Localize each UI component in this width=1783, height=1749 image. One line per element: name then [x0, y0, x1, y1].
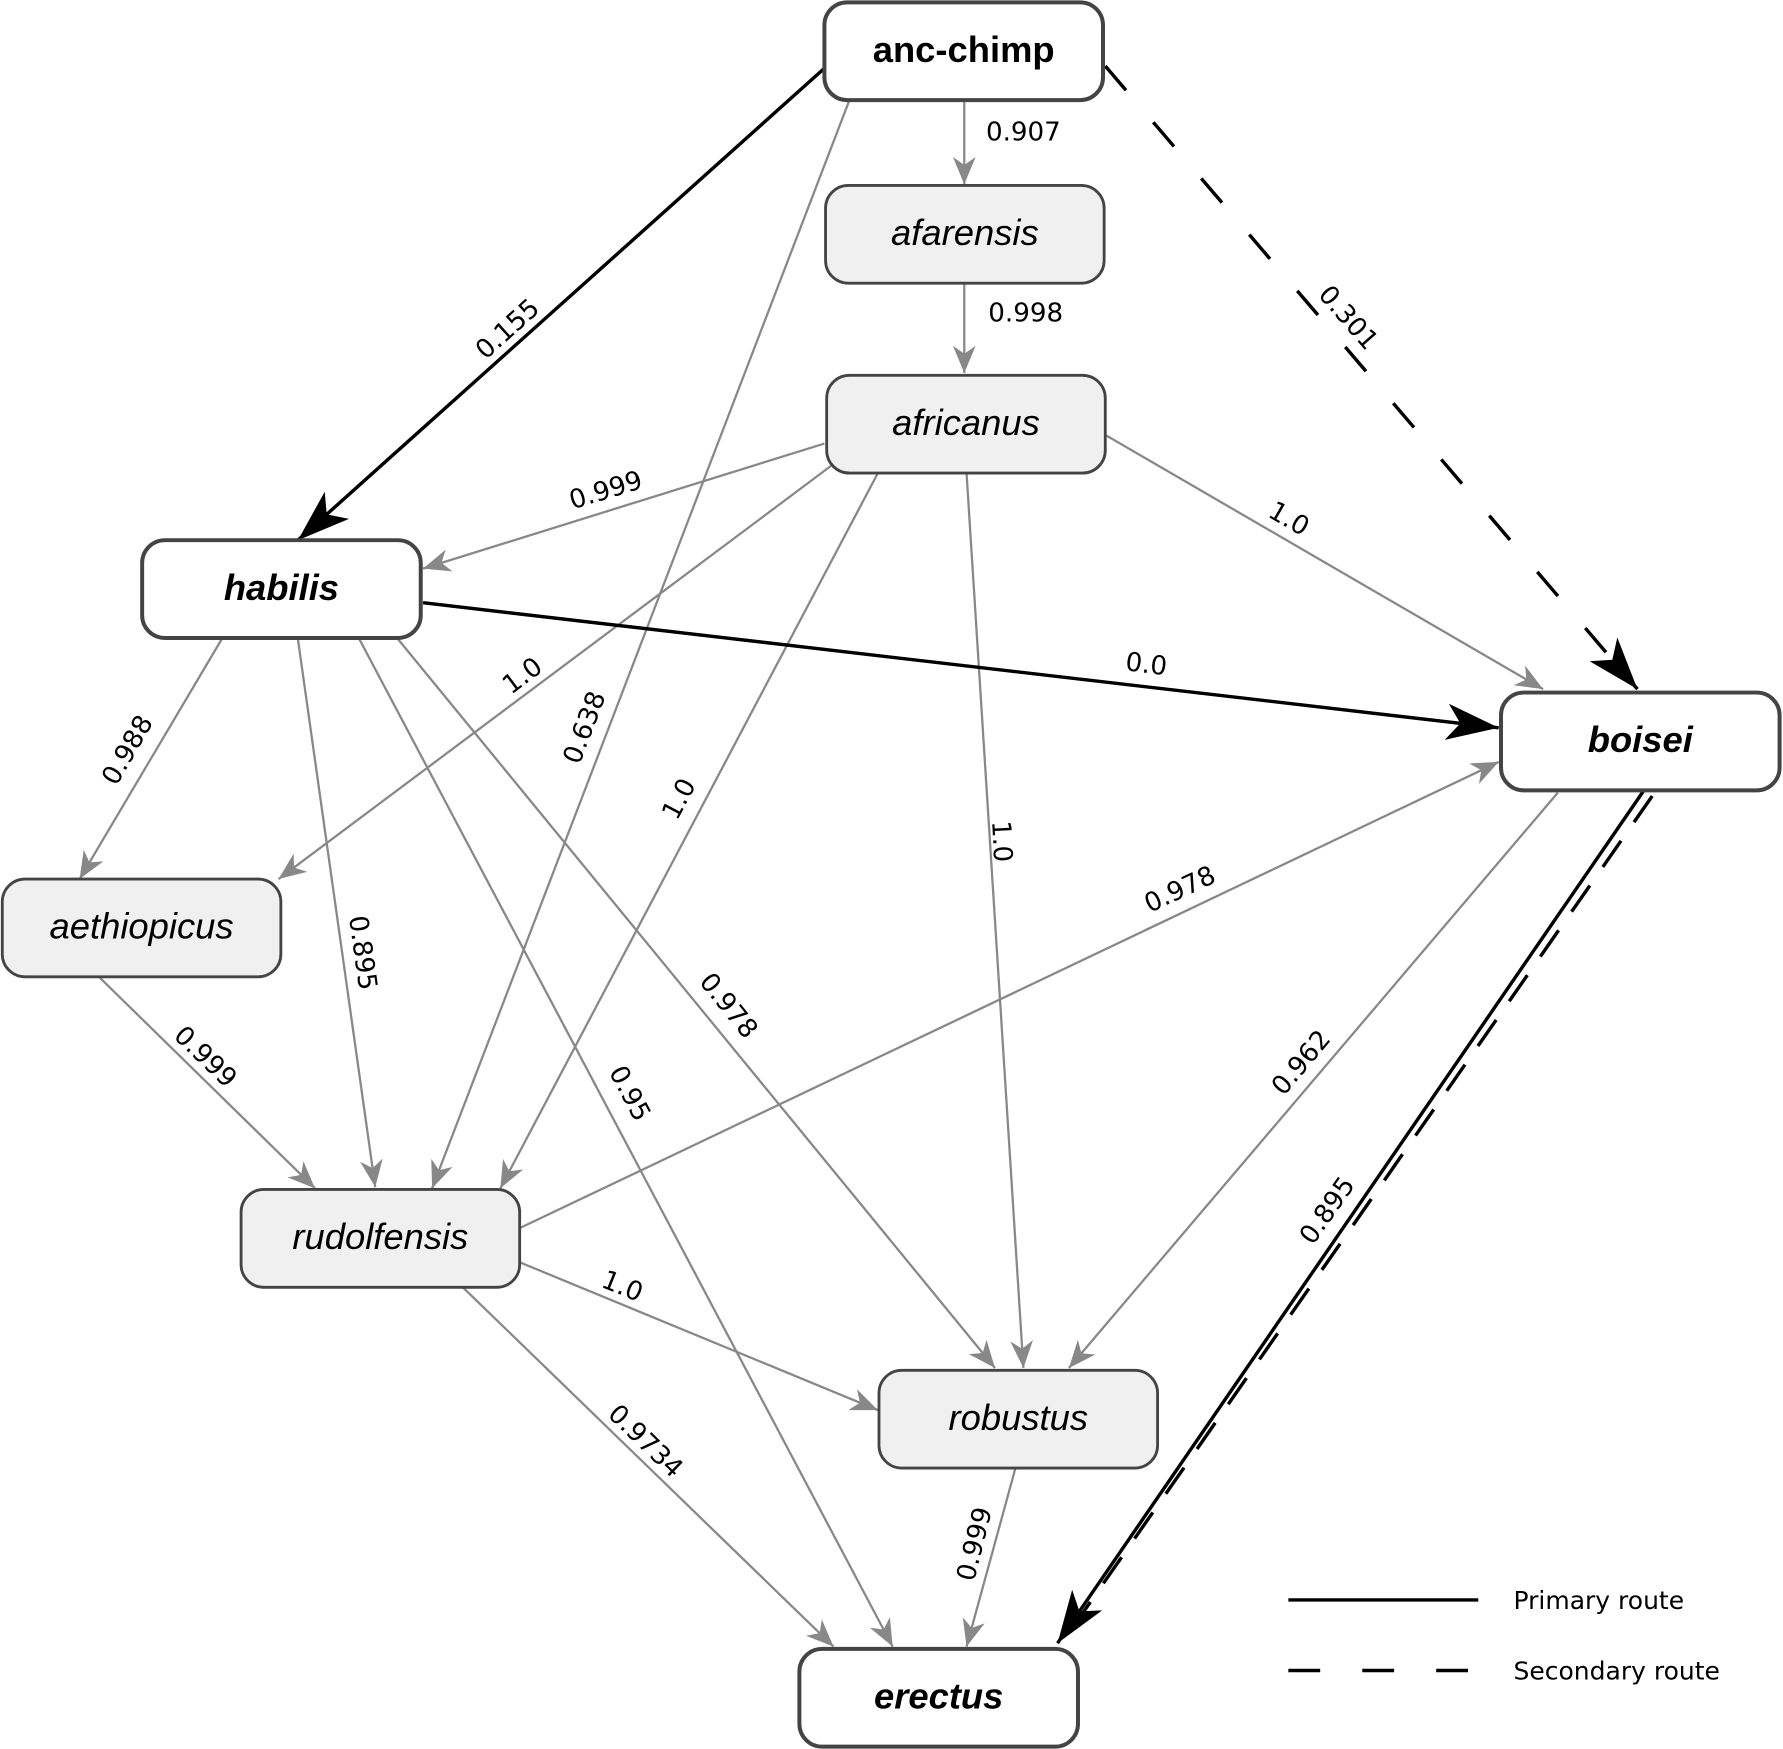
edge-label: 0.999 — [168, 1020, 243, 1094]
node-label: africanus — [892, 402, 1040, 443]
node-box — [825, 373, 1107, 475]
node-boisei[interactable]: boisei — [1499, 690, 1782, 793]
edge-label: 0.907 — [986, 118, 1061, 148]
node-aethiopicus[interactable]: aethiopicus — [0, 877, 283, 979]
node-box — [1499, 690, 1782, 793]
node-anc-chimp[interactable]: anc-chimp — [822, 0, 1105, 103]
edge-label: 0.999 — [952, 1504, 999, 1584]
node-box — [140, 538, 423, 640]
node-afarensis[interactable]: afarensis — [824, 183, 1106, 285]
edge-africanus-to-aethiopicus — [277, 463, 835, 880]
edge-boisei-to-erectus-secondary — [1069, 795, 1654, 1631]
edge-habilis-to-rudolfensis — [296, 638, 383, 1188]
edge-label: 1.0 — [597, 1265, 647, 1308]
node-label: robustus — [949, 1397, 1089, 1438]
edge-label: 0.638 — [558, 687, 613, 768]
node-label: afarensis — [891, 212, 1039, 253]
node-box — [822, 0, 1105, 103]
node-box — [797, 1646, 1080, 1749]
edge-rudolfensis-to-boisei — [519, 760, 1500, 1230]
edge-anc-chimp-to-habilis-primary — [296, 67, 826, 542]
edge-label: 1.0 — [985, 820, 1017, 863]
node-label: aethiopicus — [50, 906, 234, 947]
node-erectus[interactable]: erectus — [797, 1646, 1080, 1749]
edge-label: 0.95 — [602, 1061, 656, 1126]
edge-label: 0.962 — [1266, 1025, 1337, 1102]
node-box — [239, 1188, 522, 1289]
node-rudolfensis[interactable]: rudolfensis — [239, 1188, 522, 1289]
edge-habilis-to-boisei-primary — [422, 601, 1499, 740]
edge-anc-chimp-to-rudolfensis — [431, 99, 851, 1189]
node-robustus[interactable]: robustus — [877, 1368, 1160, 1470]
edge-labels-layer: 0.1550.6380.9070.3010.9980.9991.01.01.01… — [96, 118, 1383, 1584]
node-label: rudolfensis — [292, 1216, 468, 1257]
edge-africanus-to-boisei — [1105, 434, 1544, 691]
edge-rudolfensis-to-robustus — [519, 1261, 879, 1412]
edge-habilis-to-erectus — [358, 638, 894, 1648]
edge-africanus-to-rudolfensis — [499, 472, 879, 1189]
edge-label: 0.978 — [1140, 861, 1221, 920]
edge-label: 0.9734 — [602, 1399, 689, 1484]
node-africanus[interactable]: africanus — [825, 373, 1107, 475]
edge-label: 0.988 — [96, 710, 159, 790]
edge-label: 0.978 — [693, 968, 763, 1045]
edge-boisei-to-erectus-primary — [1056, 790, 1645, 1645]
node-box — [824, 183, 1106, 285]
edge-label: 0.301 — [1312, 280, 1384, 356]
edge-label: 0.895 — [342, 914, 382, 992]
edge-rudolfensis-to-erectus — [462, 1286, 835, 1648]
edge-boisei-to-robustus — [1068, 791, 1559, 1369]
edge-habilis-to-robustus — [397, 638, 996, 1369]
edge-africanus-to-robustus — [965, 473, 1034, 1369]
edges-layer — [78, 64, 1654, 1648]
legend-secondary-label: Secondary route — [1514, 1657, 1720, 1686]
edge-label: 0.999 — [566, 466, 646, 517]
legend-primary-label: Primary route — [1514, 1586, 1685, 1615]
legend: Primary route Secondary route — [1288, 1586, 1720, 1686]
edge-label: 0.895 — [1294, 1172, 1362, 1251]
edge-label: 1.0 — [497, 652, 548, 701]
edge-aethiopicus-to-rudolfensis — [98, 976, 316, 1190]
edge-habilis-to-aethiopicus — [78, 638, 223, 880]
node-label: anc-chimp — [873, 29, 1055, 70]
edge-label: 0.0 — [1124, 647, 1169, 682]
edge-label: 0.998 — [988, 298, 1063, 328]
edge-robustus-to-erectus — [962, 1467, 1017, 1647]
node-label: boisei — [1588, 719, 1694, 760]
edge-label: 1.0 — [1263, 496, 1314, 543]
node-label: erectus — [874, 1676, 1003, 1717]
edge-africanus-to-habilis — [422, 442, 825, 572]
node-habilis[interactable]: habilis — [140, 538, 423, 640]
node-label: habilis — [224, 567, 339, 608]
node-box — [0, 877, 283, 979]
node-box — [877, 1368, 1160, 1470]
edge-anc-chimp-to-boisei-secondary — [1103, 64, 1639, 691]
